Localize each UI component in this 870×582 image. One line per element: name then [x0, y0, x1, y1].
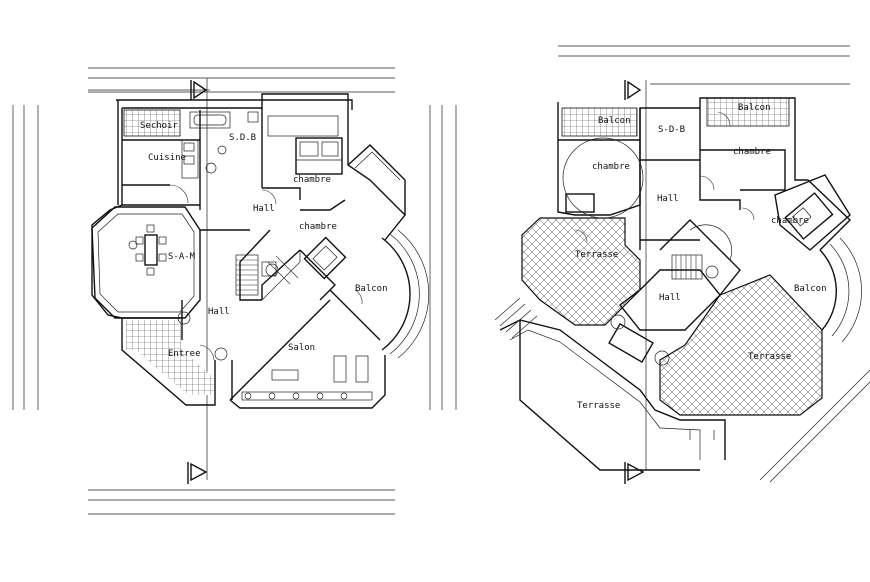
room-label-sdb-2: S-D-B — [658, 125, 685, 135]
section-marker-bottom-right — [624, 462, 645, 484]
stairs-icon — [235, 250, 301, 301]
room-label-hall-a: Hall — [657, 194, 679, 204]
bed-icon-2 — [784, 192, 834, 240]
sofa-icon — [241, 355, 373, 401]
room-label-hall-2: Hall — [208, 307, 230, 317]
bathtub-icon — [189, 111, 231, 129]
sam-octagon — [91, 206, 201, 319]
desk-icon — [565, 193, 595, 213]
room-label-sechoir: Sechoir — [140, 121, 179, 131]
hall-diamond — [619, 269, 721, 331]
room-label-sam: S-A-M — [168, 252, 196, 262]
stairs-icon-2 — [671, 224, 733, 280]
balcon-right-tiles — [706, 97, 790, 127]
bed-icon — [295, 137, 343, 175]
sink-icon — [217, 145, 227, 155]
axis-lines-left — [12, 105, 39, 410]
room-label-terrasse-b: Terrasse — [748, 352, 791, 362]
room-label-salon: Salon — [288, 343, 315, 353]
plant-icon — [205, 162, 217, 174]
terrasse-right-area — [659, 274, 823, 416]
room-label-terrasse-a: Terrasse — [575, 250, 618, 260]
axis-lines-top — [88, 67, 395, 101]
bench-icon — [608, 323, 654, 363]
stairs-icon-terrace — [494, 297, 538, 339]
room-label-balcon-b: Balcon — [794, 284, 827, 294]
plant-icon — [265, 263, 279, 277]
room-label-chambre-b: chambre — [733, 147, 771, 157]
dining-table-icon — [128, 224, 167, 276]
room-label-chambre-a: chambre — [592, 162, 630, 172]
balcon-left-tiles — [561, 107, 638, 137]
axis-lines-top-right — [558, 45, 850, 85]
room-label-chambre-1: chambre — [293, 175, 331, 185]
axis-lines-bottom — [88, 489, 395, 515]
kitchen-counter — [181, 139, 199, 179]
ground-floor-plan: Sechoir S.D.B Cuisine chambre Hall chamb… — [12, 67, 457, 515]
sechoir-tiles — [123, 109, 181, 137]
room-label-chambre-c: chambre — [771, 216, 809, 226]
plant-icon — [214, 347, 228, 361]
plant-icon — [654, 350, 670, 366]
room-label-hall-b: Hall — [659, 293, 681, 303]
room-label-chambre-2: chambre — [299, 222, 337, 232]
balcony-arc-right — [819, 237, 862, 343]
entree-tiles — [130, 345, 214, 395]
plant-icon — [177, 311, 191, 325]
plant-icon — [610, 314, 626, 330]
section-marker-top-right — [624, 80, 642, 100]
door-swing — [169, 184, 189, 204]
balcony-arc — [381, 229, 430, 359]
plant-icon — [705, 265, 719, 279]
room-label-hall-1: Hall — [253, 204, 275, 214]
room-label-sdb: S.D.B — [229, 133, 256, 143]
first-floor-plan: Balcon S-D-B Balcon chambre chambre Hall… — [494, 45, 870, 484]
terrasse-left-area — [521, 217, 641, 326]
door-swing — [199, 344, 215, 361]
room-label-cuisine: Cuisine — [148, 153, 186, 163]
room-label-entree: Entree — [168, 349, 201, 359]
room-label-balcon-right: Balcon — [738, 103, 771, 113]
section-marker-bottom — [187, 462, 208, 484]
room-label-terrasse-c: Terrasse — [577, 401, 620, 411]
room-label-balcon: Balcon — [355, 284, 388, 294]
armchair-icon — [303, 236, 347, 280]
round-room-outline — [562, 137, 644, 219]
section-marker-top — [190, 80, 208, 100]
room-label-balcon-left: Balcon — [598, 116, 631, 126]
axis-lines-right — [429, 105, 457, 410]
door-swing — [261, 189, 277, 205]
